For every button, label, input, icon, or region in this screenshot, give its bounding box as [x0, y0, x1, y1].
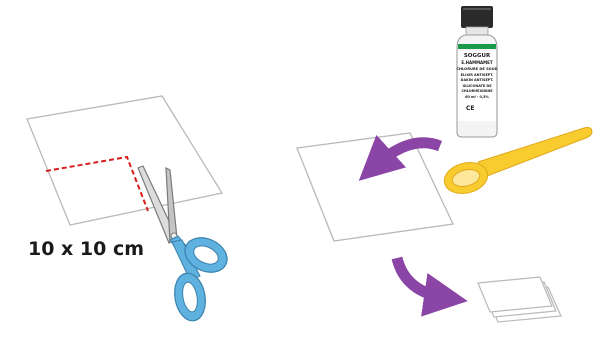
svg-text:60 ml - 0,5%: 60 ml - 0,5%: [465, 95, 489, 99]
svg-text:CHLORHEXIDINE: CHLORHEXIDINE: [461, 89, 493, 93]
svg-text:E.HAMMAMET: E.HAMMAMET: [461, 60, 492, 65]
dimension-label: 10 x 10 cm: [28, 238, 144, 260]
fold-arrow-icon: [397, 258, 446, 298]
step1-cut-gauze: [27, 96, 233, 323]
step2-apply-antiseptic: SOGGUR E.HAMMAMET CHLORURE DE SOUD ELIXI…: [297, 6, 592, 241]
svg-text:GLUCONATE DE: GLUCONATE DE: [462, 84, 492, 88]
svg-text:ELIXIR ANTISEPT.: ELIXIR ANTISEPT.: [461, 73, 494, 77]
step3-fold-compress: [397, 258, 561, 322]
svg-text:DAKIN ANTISEPT.: DAKIN ANTISEPT.: [461, 78, 494, 82]
gauze-sheet: [27, 96, 222, 225]
antiseptic-bottle-icon: SOGGUR E.HAMMAMET CHLORURE DE SOUD ELIXI…: [456, 6, 497, 137]
gauze-sheet-2: [297, 133, 453, 241]
ce-mark: CE: [466, 105, 475, 112]
measuring-spoon-icon: [441, 128, 592, 198]
folded-compress-icon: [478, 277, 561, 322]
svg-text:CHLORURE DE SOUD: CHLORURE DE SOUD: [456, 67, 497, 71]
bottle-brand: SOGGUR: [464, 53, 491, 59]
